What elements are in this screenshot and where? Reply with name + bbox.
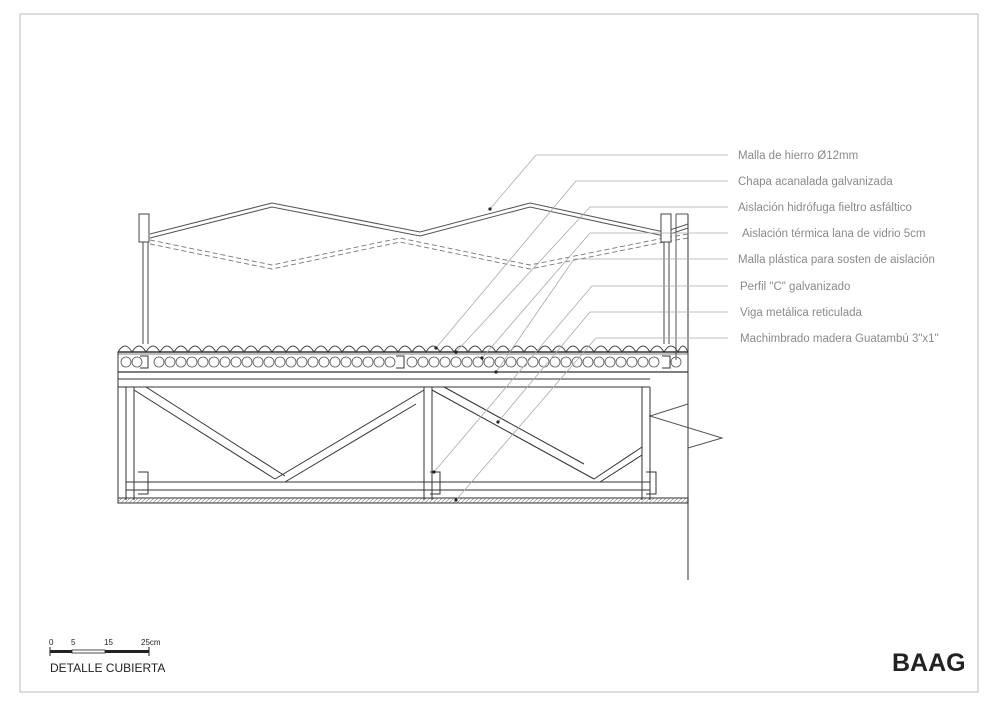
insulation-layer: [120, 356, 682, 368]
label-wood-ceiling: Machimbrado madera Guatambú 3"x1": [740, 333, 939, 345]
logo: BAAG: [892, 649, 966, 677]
wall: [648, 213, 724, 580]
scale-tick-15: 15: [104, 638, 113, 647]
label-truss-beam: Viga metálica reticulada: [740, 307, 862, 319]
roof-layers: [117, 351, 688, 373]
leader-lines: [433, 154, 728, 501]
label-waterproofing: Aislación hidrófuga fieltro asfáltico: [738, 202, 912, 214]
sheet-border: [19, 13, 979, 693]
drawing-title: DETALLE CUBIERTA: [50, 661, 165, 675]
truss-beam: [117, 372, 657, 500]
label-thermal-insulation: Aislación térmica lana de vidrio 5cm: [742, 228, 925, 240]
label-plastic-mesh: Malla plástica para sosten de aislación: [738, 254, 935, 266]
corrugated-sheet: [117, 345, 689, 354]
label-c-profile: Perfil "C" galvanizado: [740, 281, 850, 293]
scale-tick-25: 25cm: [141, 638, 161, 647]
scale-tick-5: 5: [71, 638, 76, 647]
label-corrugated-sheet: Chapa acanalada galvanizada: [738, 176, 893, 188]
leader-dots: [432, 207, 500, 502]
label-iron-mesh: Malla de hierro Ø12mm: [738, 150, 858, 162]
wood-ceiling: [117, 497, 689, 504]
scale-tick-0: 0: [49, 638, 54, 647]
scale-bar: 0 5 15 25cm: [49, 638, 161, 656]
